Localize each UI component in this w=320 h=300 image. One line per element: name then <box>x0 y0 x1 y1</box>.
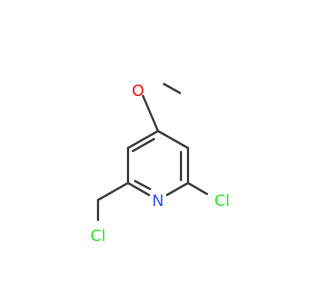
bond-c4-c3 <box>126 129 160 150</box>
ring-chlorine-label: Cl <box>214 191 230 210</box>
bond-c6-cl <box>186 181 209 196</box>
bond-c2-n-inner <box>133 179 152 191</box>
molecule-drawing: O N Cl Cl <box>90 81 230 245</box>
bond-n-c6 <box>165 181 190 197</box>
structure-canvas: O N Cl Cl <box>90 81 230 245</box>
methyl-chlorine-label: Cl <box>90 226 106 245</box>
bond-c2-ch2 <box>96 181 130 202</box>
bond-c4-c5 <box>156 129 190 150</box>
oxygen-atom-label: O <box>132 81 145 100</box>
bond-c4-c3-inner <box>131 137 156 153</box>
bond-o-c4 <box>141 94 160 133</box>
atom-labels: O N Cl Cl <box>90 81 230 245</box>
bond-c2-n <box>126 181 151 197</box>
bonds <box>96 82 209 222</box>
nitrogen-atom-label: N <box>152 191 164 210</box>
bond-methyl-o <box>162 82 182 95</box>
